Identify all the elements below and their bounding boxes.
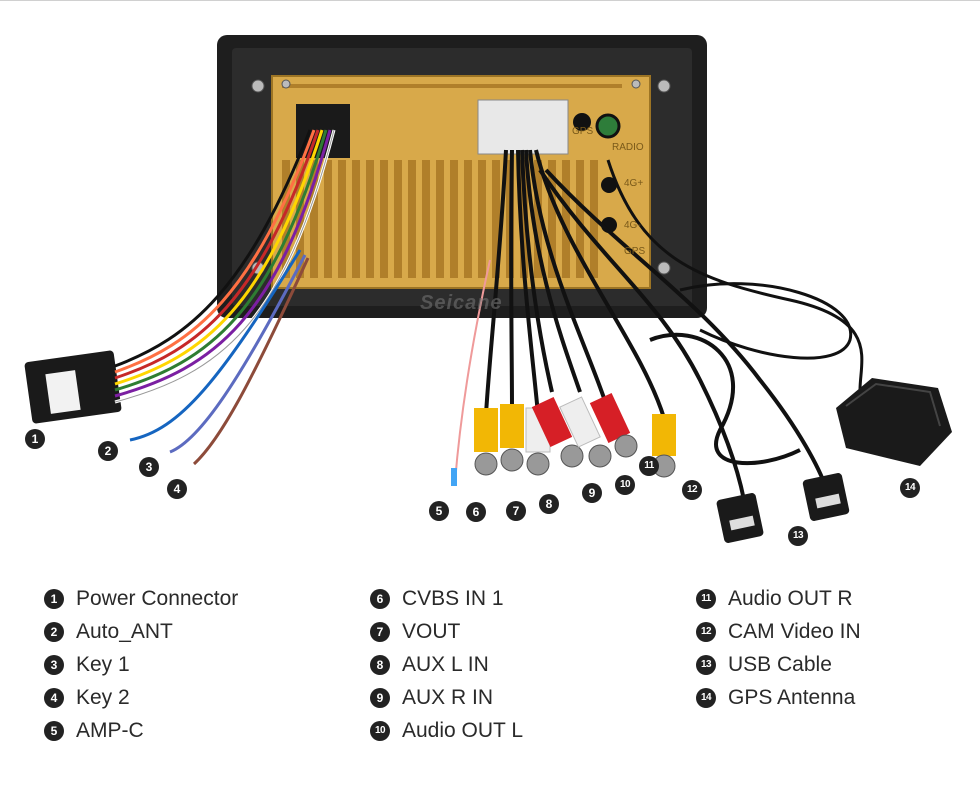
legend-label: Audio OUT L xyxy=(402,718,524,742)
legend-item: 12 CAM Video IN xyxy=(696,615,861,648)
callout-4: 4 xyxy=(167,479,187,499)
legend-label: USB Cable xyxy=(728,652,832,676)
legend-badge: 10 xyxy=(370,720,390,741)
callout-13: 13 xyxy=(788,526,808,546)
legend-label: Key 2 xyxy=(76,685,130,709)
legend-badge: 9 xyxy=(370,687,390,708)
legend-item: 4 Key 2 xyxy=(44,681,238,714)
legend-label: Auto_ANT xyxy=(76,619,173,643)
legend-badge: 6 xyxy=(370,588,390,609)
wiring-diagram xyxy=(24,35,952,543)
gps-port-label: GPS xyxy=(572,126,594,137)
legend-badge: 8 xyxy=(370,654,390,675)
legend-item: 14 GPS Antenna xyxy=(696,681,861,714)
fourg-plus-port xyxy=(601,177,617,193)
usb-port-2 xyxy=(815,493,841,509)
legend-label: AMP-C xyxy=(76,718,144,742)
callout-5: 5 xyxy=(429,501,449,521)
legend-badge: 11 xyxy=(696,588,716,609)
legend-badge: 5 xyxy=(44,720,64,741)
legend-label: GPS Antenna xyxy=(728,685,856,709)
radio-port-label: RADIO xyxy=(612,142,644,153)
legend-label: AUX R IN xyxy=(402,685,494,709)
legend-badge: 7 xyxy=(370,621,390,642)
watermark: Seicane xyxy=(420,292,503,314)
gps2-port-label: GPS xyxy=(624,246,646,257)
legend-item: 3 Key 1 xyxy=(44,648,238,681)
legend-item: 8 AUX L IN xyxy=(370,648,523,681)
amp-c-tip xyxy=(451,468,457,486)
legend-badge: 3 xyxy=(44,654,64,675)
legend-badge: 1 xyxy=(44,588,64,609)
callout-1: 1 xyxy=(25,429,45,449)
legend-item: 5 AMP-C xyxy=(44,714,238,747)
legend-item: 2 Auto_ANT xyxy=(44,615,238,648)
gps-cable-coil xyxy=(679,282,853,360)
gps-cable xyxy=(606,159,864,391)
legend-item: 9 AUX R IN xyxy=(370,681,523,714)
amp-c-wire xyxy=(454,259,491,483)
legend-label: Key 1 xyxy=(76,652,130,676)
legend-item: 11 Audio OUT R xyxy=(696,582,861,615)
callout-9: 9 xyxy=(582,483,602,503)
legend-column-2: 6 CVBS IN 1 7 VOUT 8 AUX L IN 9 AUX R IN 10 A… xyxy=(370,582,523,747)
rca-plugs xyxy=(474,392,676,478)
callout-12: 12 xyxy=(682,480,702,500)
callout-6: 6 xyxy=(466,502,486,522)
fourg-minus-label: 4G- xyxy=(624,220,641,231)
rca-cables xyxy=(484,149,666,419)
usb-cables xyxy=(538,168,828,501)
radio-port xyxy=(595,113,621,139)
key1-wire xyxy=(169,254,307,454)
legend-label: VOUT xyxy=(402,619,461,643)
auto-ant-wire xyxy=(129,249,302,442)
callout-7: 7 xyxy=(506,501,526,521)
callout-14: 14 xyxy=(900,478,920,498)
legend-column-3: 11 Audio OUT R 12 CAM Video IN 13 USB Cable… xyxy=(696,582,861,714)
legend-badge: 4 xyxy=(44,687,64,708)
key2-wire xyxy=(192,257,310,466)
legend-label: Power Connector xyxy=(76,586,239,610)
legend-label: AUX L IN xyxy=(402,652,489,676)
legend-column-1: 1 Power Connector 2 Auto_ANT 3 Key 1 4 Key 2… xyxy=(44,582,238,747)
gps-antenna xyxy=(836,378,952,466)
top-divider xyxy=(0,0,980,1)
callout-10: 10 xyxy=(615,475,635,495)
legend-item: 10 Audio OUT L xyxy=(370,714,523,747)
legend-label: CVBS IN 1 xyxy=(402,586,504,610)
legend-label: Audio OUT R xyxy=(728,586,853,610)
legend-item: 13 USB Cable xyxy=(696,648,861,681)
usb-port-1 xyxy=(729,515,755,531)
legend-badge: 12 xyxy=(696,621,716,642)
legend-label: CAM Video IN xyxy=(728,619,861,643)
legend-item: 6 CVBS IN 1 xyxy=(370,582,523,615)
callout-11: 11 xyxy=(639,456,659,476)
legend-badge: 2 xyxy=(44,621,64,642)
callout-3: 3 xyxy=(139,457,159,477)
vent-holes xyxy=(282,84,622,88)
callout-8: 8 xyxy=(539,494,559,514)
gps-port xyxy=(573,113,591,131)
fourg-plus-label: 4G+ xyxy=(624,178,644,189)
multi-socket xyxy=(477,99,569,155)
legend-item: 1 Power Connector xyxy=(44,582,238,615)
legend-badge: 14 xyxy=(696,687,716,708)
usb-plug-1 xyxy=(716,493,764,543)
power-wires xyxy=(114,129,336,404)
power-connector xyxy=(24,350,122,424)
legend-badge: 13 xyxy=(696,654,716,675)
callout-2: 2 xyxy=(98,441,118,461)
legend-item: 7 VOUT xyxy=(370,615,523,648)
